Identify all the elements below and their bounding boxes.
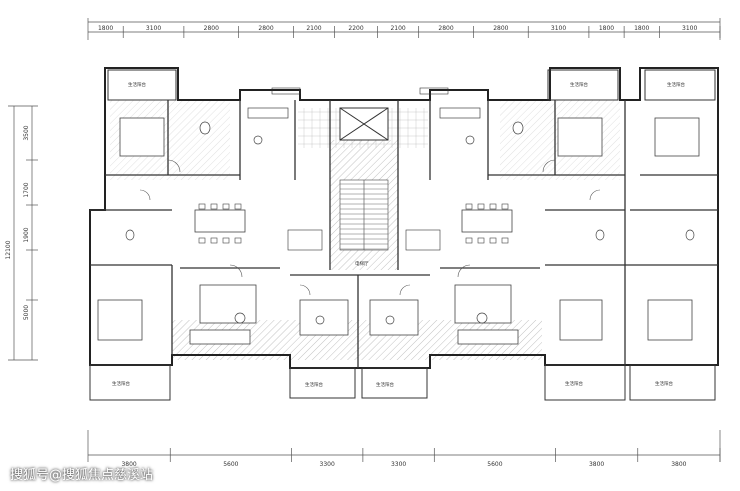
dining-chair xyxy=(489,237,497,244)
dining-chair xyxy=(234,203,242,210)
dining-chair xyxy=(489,203,497,210)
top-dim-label: 1800 xyxy=(98,25,113,32)
top-dim-label: 3100 xyxy=(146,25,161,32)
dining-chair xyxy=(501,203,509,210)
bath-fixtures xyxy=(125,121,695,325)
bottom-dim-label: 3800 xyxy=(589,461,604,468)
left-dim-label: 1900 xyxy=(23,227,30,242)
top-dim-label: 2200 xyxy=(348,25,363,32)
interior-walls xyxy=(90,100,718,368)
bottom-dim-label: 5600 xyxy=(487,461,502,468)
top-dim-label: 1800 xyxy=(599,25,614,32)
bottom-dim-label: 3300 xyxy=(391,461,406,468)
dining-chair xyxy=(222,237,230,244)
dining-chair xyxy=(222,203,230,210)
dining-chair xyxy=(465,203,473,210)
left-dim-label: 12100 xyxy=(5,240,12,259)
top-dimension-line xyxy=(87,18,721,40)
dining-chair xyxy=(234,237,242,244)
door-swings xyxy=(139,159,601,296)
dining-chair xyxy=(477,203,485,210)
dining-chair xyxy=(198,203,206,210)
room-label-balcony-4: 生活阳台 xyxy=(112,380,130,387)
window-strips xyxy=(271,87,449,251)
stair-steps xyxy=(339,179,389,251)
left-dim-label: 3500 xyxy=(23,125,30,140)
dining-chair xyxy=(210,203,218,210)
left-dimension-line xyxy=(8,105,38,361)
elevator-shaft xyxy=(339,107,389,141)
room-label-balcony-7: 生活阳台 xyxy=(565,380,583,387)
bottom-dim-label: 5600 xyxy=(223,461,238,468)
left-dim-label: 1700 xyxy=(23,182,30,197)
top-dim-label: 2800 xyxy=(438,25,453,32)
room-label-hall: 电梯厅 xyxy=(355,260,369,267)
top-dim-label: 3100 xyxy=(682,25,697,32)
dining-chair xyxy=(210,237,218,244)
room-label-balcony-5: 生活阳台 xyxy=(305,381,323,388)
top-dim-label: 1800 xyxy=(634,25,649,32)
dining-chair xyxy=(465,237,473,244)
kitchen-fixtures xyxy=(247,107,481,145)
bottom-dim-label: 3300 xyxy=(320,461,335,468)
bottom-dim-label: 3800 xyxy=(671,461,686,468)
room-label-balcony-3: 生活阳台 xyxy=(667,81,685,88)
beds xyxy=(97,117,700,341)
room-label-balcony-1: 生活阳台 xyxy=(128,81,146,88)
watermark: 搜狐号@搜狐焦点慈溪站 xyxy=(10,468,154,483)
balconies xyxy=(89,69,716,401)
bottom-dimension-line xyxy=(87,430,721,462)
top-dim-label: 2800 xyxy=(493,25,508,32)
dining-tables xyxy=(194,209,513,233)
top-dim-label: 2800 xyxy=(258,25,273,32)
top-dim-label: 3100 xyxy=(551,25,566,32)
top-dim-label: 2100 xyxy=(390,25,405,32)
dining-chair xyxy=(477,237,485,244)
top-dim-label: 2800 xyxy=(204,25,219,32)
room-label-balcony-8: 生活阳台 xyxy=(655,380,673,387)
dining-chair xyxy=(501,237,509,244)
dining-chair xyxy=(198,237,206,244)
room-label-balcony-2: 生活阳台 xyxy=(570,81,588,88)
left-dim-label: 5000 xyxy=(23,305,30,320)
top-dim-label: 2100 xyxy=(306,25,321,32)
bottom-dim-label: 3800 xyxy=(121,461,136,468)
sofas xyxy=(189,329,519,345)
room-label-balcony-6: 生活阳台 xyxy=(376,381,394,388)
